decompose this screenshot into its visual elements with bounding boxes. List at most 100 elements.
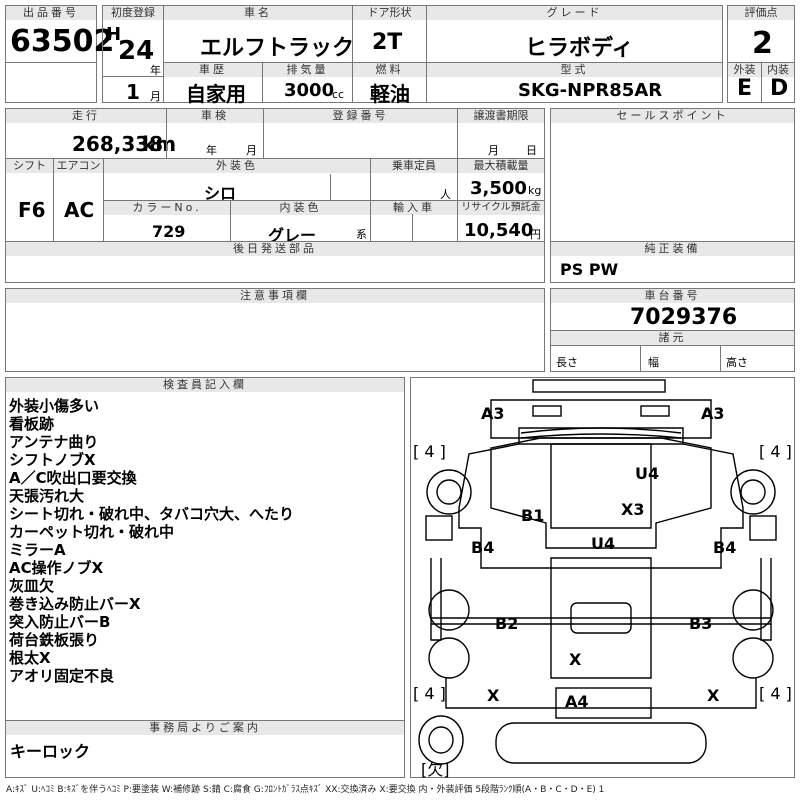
height-label: 高さ xyxy=(726,356,748,369)
divider xyxy=(550,345,795,346)
lot-blank-cell xyxy=(5,62,97,103)
truck-diagram xyxy=(418,379,777,765)
divider xyxy=(330,174,331,200)
note-line: A／C吹出口要交換 xyxy=(9,469,137,487)
divider xyxy=(457,108,458,158)
score: 2 xyxy=(752,26,773,61)
door-type: 2T xyxy=(372,30,403,55)
model-cell xyxy=(426,62,723,103)
reg-year: 24 xyxy=(118,36,155,66)
note-line: アンテナ曲り xyxy=(9,433,99,451)
recycle-unit: 円 xyxy=(530,228,541,241)
first-registration-label: 初度登録 xyxy=(103,6,163,20)
divider xyxy=(5,158,545,159)
door-label: ドア形状 xyxy=(353,6,426,20)
equipment: PS PW xyxy=(560,260,619,279)
sales-point-label: セールスポイント xyxy=(551,109,794,123)
fuel: 軽油 xyxy=(370,82,410,106)
shift-label: シフト xyxy=(6,159,53,173)
shift: F6 xyxy=(18,198,46,222)
import-label: 輸入車 xyxy=(371,201,457,215)
color-no-label: カラーNo. xyxy=(104,201,230,215)
damage-label: B4 xyxy=(471,538,495,557)
spare-tire: [欠] xyxy=(421,760,450,779)
ac-label: エアコン xyxy=(54,159,103,173)
divider xyxy=(640,345,641,372)
spec-label: 諸元 xyxy=(551,331,794,345)
damage-label: X3 xyxy=(621,500,645,519)
damage-label: X xyxy=(707,686,720,705)
lot-number: 63502 xyxy=(10,24,115,59)
office-label: 事務局よりご案内 xyxy=(6,721,404,735)
divider xyxy=(230,200,231,242)
reg-no-label: 登録番号 xyxy=(264,109,457,123)
damage-label: U4 xyxy=(635,464,660,483)
damage-label: A3 xyxy=(701,404,725,423)
inspection-label: 車検 xyxy=(167,109,263,123)
divider xyxy=(720,345,721,372)
divider xyxy=(412,214,413,242)
car-name: エルフトラック xyxy=(200,36,355,61)
fuel-label: 燃料 xyxy=(353,63,426,77)
note-line: アオリ固定不良 xyxy=(9,667,115,685)
displacement-label: 排気量 xyxy=(263,63,352,77)
later-parts-box xyxy=(5,241,545,283)
displacement: 3000 xyxy=(284,80,335,101)
lot-number-label: 出品番号 xyxy=(6,6,96,20)
width-label: 幅 xyxy=(648,356,659,369)
damage-label: X xyxy=(569,650,582,669)
damage-label: U4 xyxy=(591,534,616,553)
damage-label: B2 xyxy=(495,614,519,633)
length-label: 長さ xyxy=(556,356,578,369)
divider xyxy=(103,76,163,77)
transfer-label: 譲渡書期限 xyxy=(458,109,544,123)
note-line: 看板跡 xyxy=(9,415,55,433)
transfer-day-unit: 日 xyxy=(526,144,537,157)
score-label: 評価点 xyxy=(728,6,794,20)
later-parts-label: 後日発送部品 xyxy=(6,242,544,256)
reg-month: 1 xyxy=(126,80,140,104)
grade-label: グレード xyxy=(427,6,722,20)
color-no: 729 xyxy=(152,222,186,241)
note-line: 根太X xyxy=(9,649,51,667)
model: SKG-NPR85AR xyxy=(518,80,663,101)
int-color-unit: 系 xyxy=(356,228,367,241)
reg-month-unit: 月 xyxy=(150,90,161,103)
recycle-label: リサイクル預託金 xyxy=(458,201,544,215)
mileage-label: 走行 xyxy=(6,109,166,123)
note-line: 突入防止バーB xyxy=(9,613,111,631)
equipment-box xyxy=(550,241,795,283)
office-text: キーロック xyxy=(10,742,91,761)
history: 自家用 xyxy=(186,82,246,106)
tire-tread: [ 4 ] xyxy=(413,684,446,703)
ext-color-label: 外装色 xyxy=(104,159,370,173)
history-label: 車歴 xyxy=(164,63,262,77)
note-line: 巻き込み防止バーX xyxy=(9,595,141,613)
note-line: 灰皿欠 xyxy=(9,577,55,595)
divider xyxy=(53,158,54,242)
ext-label: 外装 xyxy=(728,63,761,77)
tire-tread: [ 4 ] xyxy=(759,684,792,703)
int-label: 内装 xyxy=(762,63,794,77)
divider xyxy=(761,62,762,103)
damage-diagram: A3 A3 U4 B1 X3 U4 B4 B4 B2 B3 X X A4 X [… xyxy=(410,377,795,779)
max-load-unit: kg xyxy=(528,184,542,197)
tire-tread: [ 4 ] xyxy=(759,442,792,461)
era: H xyxy=(106,24,122,45)
divider xyxy=(166,108,167,158)
ext-rating: E xyxy=(737,76,753,101)
capacity-label: 乗車定員 xyxy=(371,159,457,173)
inspector-label: 検査員記入欄 xyxy=(6,378,404,392)
note-line: AC操作ノブX xyxy=(9,559,104,577)
damage-label: A4 xyxy=(565,692,589,711)
ac: AC xyxy=(64,198,95,222)
caution-label: 注意事項欄 xyxy=(6,289,544,303)
int-color-label: 内装色 xyxy=(231,201,370,215)
note-line: ミラーA xyxy=(9,541,66,559)
divider xyxy=(550,330,795,331)
inspection-month-unit: 月 xyxy=(246,144,257,157)
note-line: カーペット切れ・破れ中 xyxy=(9,523,175,541)
note-line: 荷台鉄板張り xyxy=(9,631,100,649)
damage-label: X xyxy=(487,686,500,705)
chassis-number: 7029376 xyxy=(630,305,738,330)
